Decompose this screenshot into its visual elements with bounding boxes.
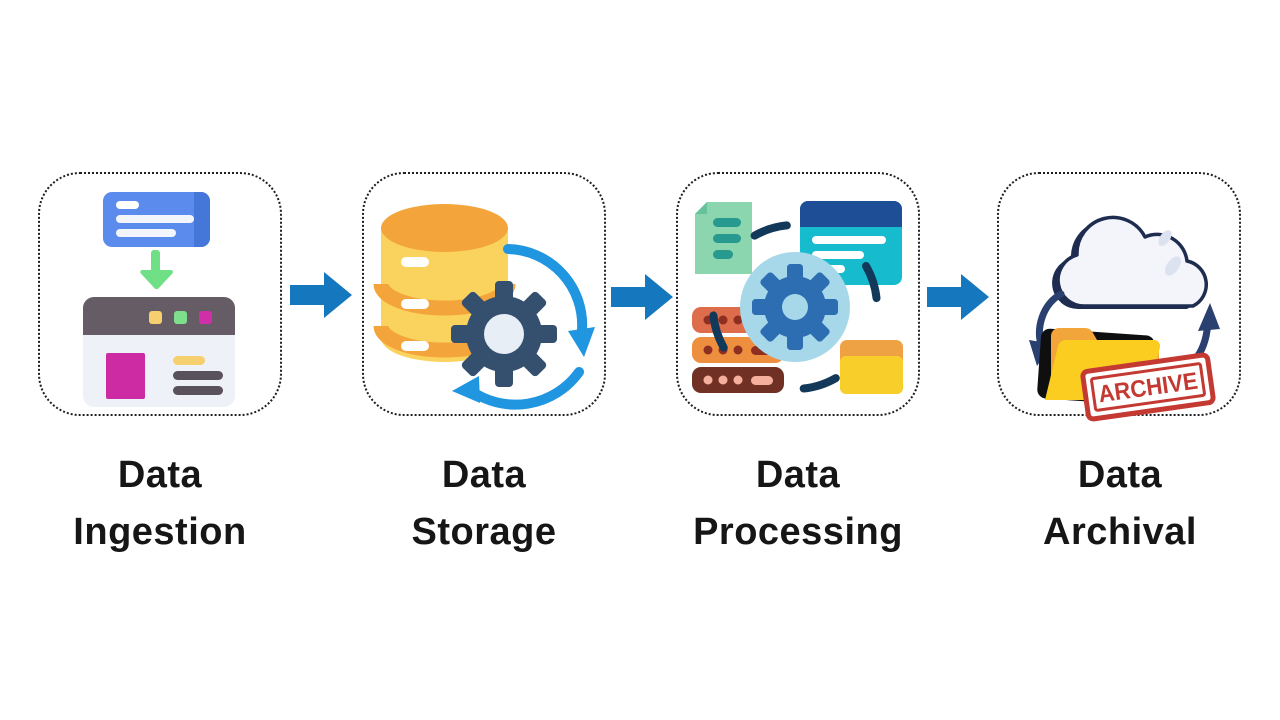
down-arrow-icon <box>140 250 173 290</box>
stage-label-data-processing: Data Processing <box>638 447 958 561</box>
stage-label-data-archival: Data Archival <box>960 447 1280 561</box>
stage-box-data-storage <box>362 172 606 416</box>
flow-arrow-icon <box>290 272 352 318</box>
documents-servers-gear-cycle-icon <box>692 201 903 394</box>
message-to-browser-download-icon <box>83 192 235 407</box>
message-card-icon <box>103 192 210 247</box>
label-line2: Ingestion <box>73 511 247 553</box>
dashed-cycle-icon <box>709 221 881 393</box>
cloud-icon <box>1052 215 1208 310</box>
label-line2: Storage <box>411 511 557 553</box>
database-icon <box>373 204 516 362</box>
gear-icon <box>451 281 557 387</box>
flow-arrow-icon <box>927 274 989 320</box>
label-line2: Archival <box>1043 511 1197 553</box>
stage-box-data-archival: ARCHIVE <box>997 172 1241 422</box>
sync-arrows-icon <box>452 244 595 410</box>
label-line1: Data <box>441 454 527 496</box>
flow-arrow-icon <box>611 274 673 320</box>
archive-stamp: ARCHIVE <box>1080 352 1216 422</box>
label-line1: Data <box>755 454 841 496</box>
stage-label-data-ingestion: Data Ingestion <box>0 447 320 561</box>
right-arrow-icon <box>927 274 989 320</box>
right-arrow-icon <box>290 272 352 318</box>
document-icon <box>695 202 752 274</box>
browser-window-icon <box>83 297 235 407</box>
database-gear-sync-icon <box>373 204 595 410</box>
folder-icon <box>840 340 903 394</box>
label-line1: Data <box>1077 454 1163 496</box>
stage-box-data-ingestion <box>38 172 282 416</box>
label-line2: Processing <box>693 511 903 553</box>
stage-label-data-storage: Data Storage <box>324 447 644 561</box>
server-stack-icon <box>692 307 784 393</box>
label-line1: Data <box>117 454 203 496</box>
stage-box-data-processing <box>676 172 920 416</box>
cloud-folder-archive-icon: ARCHIVE <box>1029 215 1220 422</box>
processing-gear-icon <box>752 264 838 350</box>
right-arrow-icon <box>611 274 673 320</box>
